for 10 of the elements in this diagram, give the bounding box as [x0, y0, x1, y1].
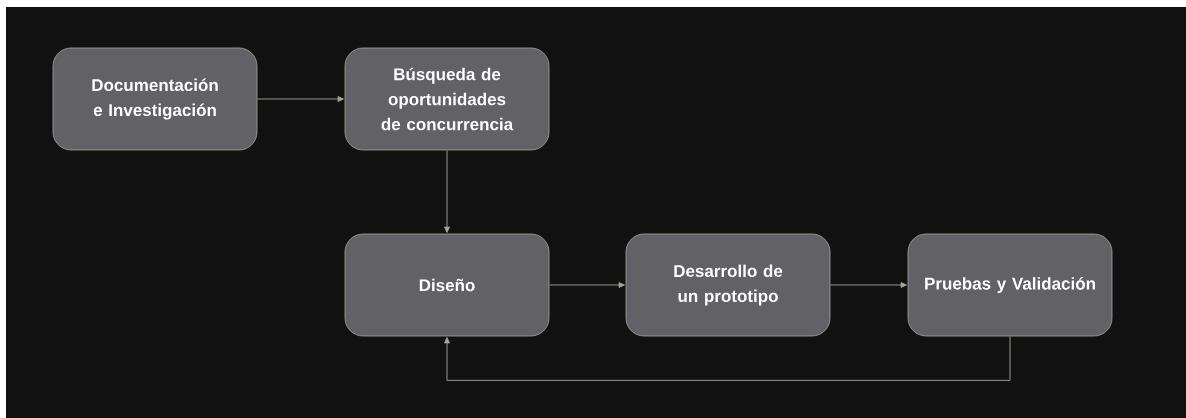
arrow [256, 96, 344, 102]
arrow [444, 149, 450, 233]
process-box: Pruebas y Validación [907, 233, 1113, 337]
process-box: Desarrollo de un prototipo [625, 233, 831, 337]
arrow [548, 282, 625, 288]
process-box: Documentación e Investigación [52, 47, 258, 151]
process-box: Búsqueda de oportunidades de concurrencia [344, 47, 550, 151]
process-box: Diseño [344, 233, 550, 337]
arrow [829, 282, 907, 288]
arrow [444, 335, 1011, 381]
